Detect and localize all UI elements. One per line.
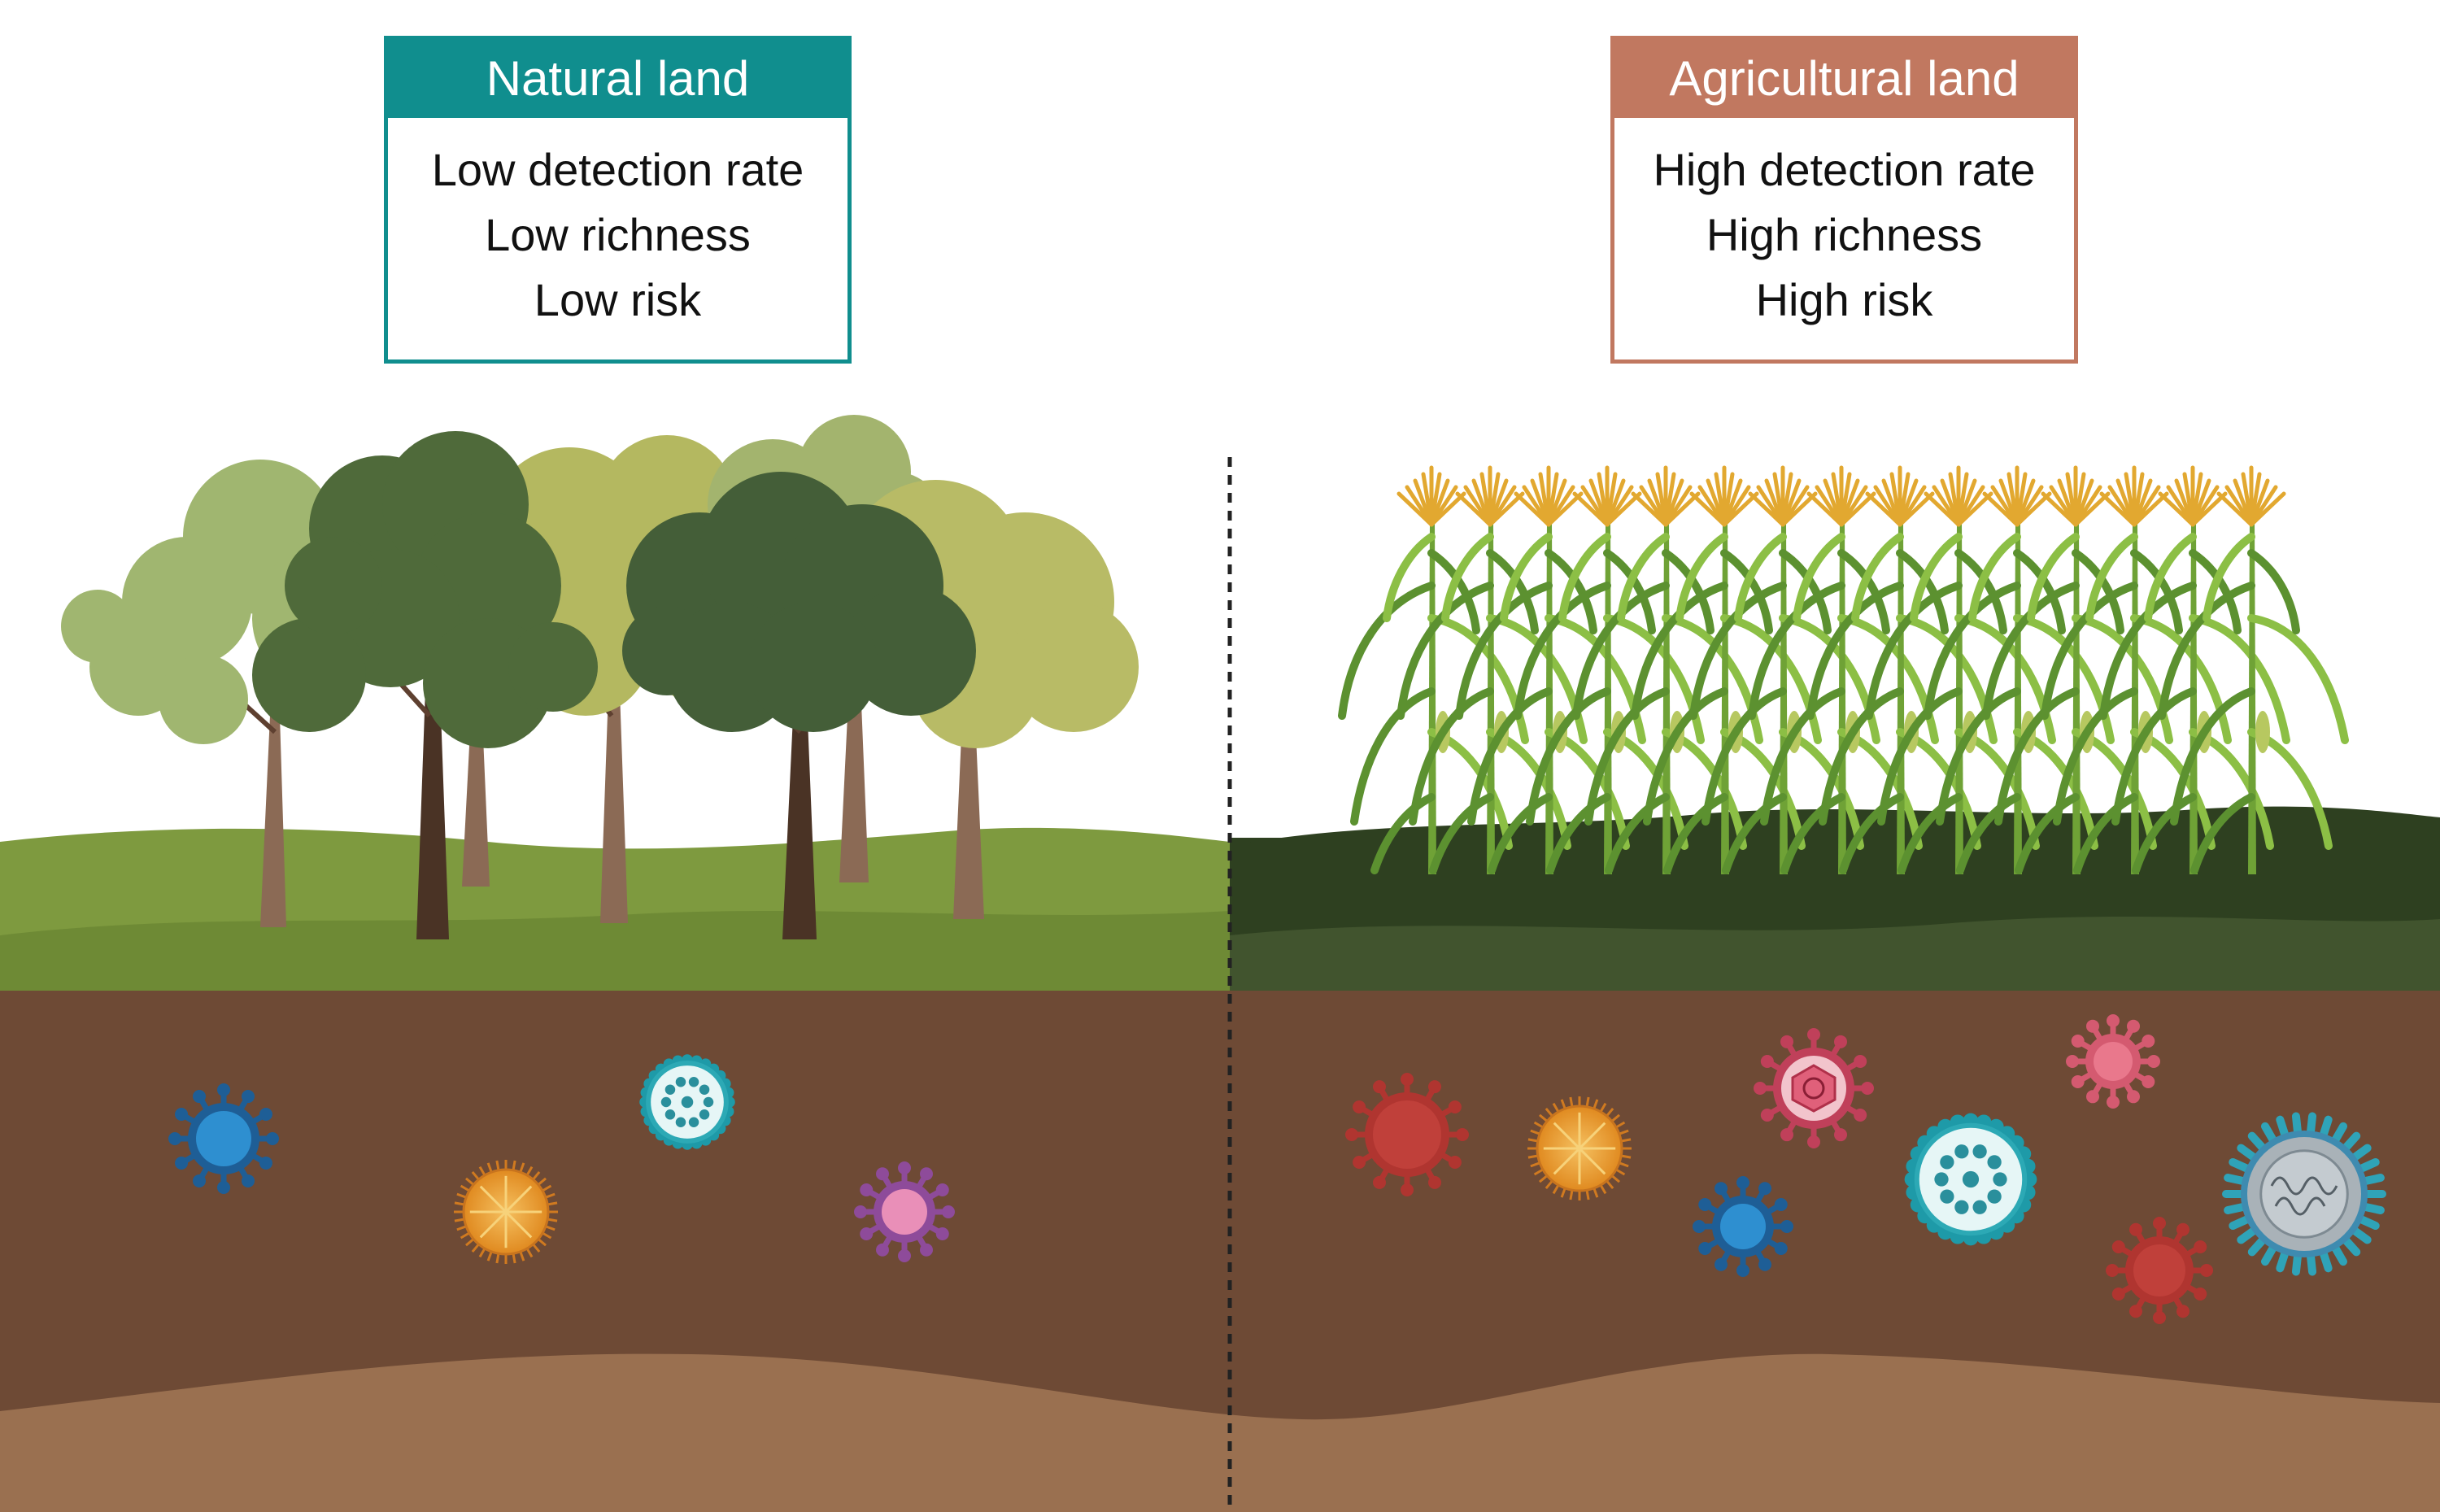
corn-tassel-icon [2041, 465, 2111, 527]
pink-virus-icon [2066, 1014, 2160, 1109]
agricultural-risk: High risk [1755, 274, 1933, 325]
corn-tassel-icon [2099, 465, 2169, 527]
corn-tassel-icon [1689, 465, 1759, 527]
natural-land-label: Natural land Low detection rate Low rich… [384, 36, 852, 364]
corn-tassel-icon [1572, 465, 1642, 527]
corn-field [1338, 465, 2349, 874]
red-virus-icon [1345, 1073, 1469, 1196]
corn-tassel-icon [1982, 465, 2052, 527]
corn-stalk-icon [1572, 465, 1763, 874]
agricultural-grass-dark-band [1230, 916, 2440, 992]
natural-land-section [0, 415, 1230, 992]
natural-risk: Low risk [534, 274, 702, 325]
tree-canopies [61, 415, 1139, 748]
pink-virus-icon [854, 1161, 955, 1262]
corn-tassel-icon [1806, 465, 1876, 527]
orange-virus-icon [1527, 1096, 1632, 1200]
corn-tassel-icon [1748, 465, 1818, 527]
pink-virus-icon [1754, 1028, 1874, 1148]
red-virus-icon [2106, 1217, 2213, 1324]
teal-virus-icon [639, 1054, 735, 1150]
soil-viruses [168, 1014, 2386, 1324]
corn-tassel-icon [1455, 465, 1525, 527]
corn-stalk-icon [1924, 465, 2115, 874]
corn-tassel-icon [1396, 465, 1466, 527]
corn-tassel-icon [2158, 465, 2228, 527]
corn-stalk-icon [2041, 465, 2232, 874]
blue-virus-icon [168, 1083, 279, 1194]
agricultural-land-section [1230, 465, 2440, 992]
agricultural-land-label: Agricultural land High detection rate Hi… [1610, 36, 2078, 364]
corn-tassel-icon [1924, 465, 1993, 527]
corn-stalk-icon [2099, 465, 2290, 874]
soil-layer [0, 991, 2440, 1512]
corn-stalk-icon [1455, 465, 1646, 874]
orange-virus-icon [454, 1160, 558, 1264]
corn-tassel-icon [1865, 465, 1935, 527]
corn-stalk-icon [2158, 465, 2349, 874]
grey-virus-icon [2222, 1112, 2386, 1276]
soil-lower [0, 1353, 2440, 1512]
agricultural-richness: High richness [1706, 209, 1983, 260]
corn-tassel-icon [2216, 465, 2286, 527]
corn-stalk-icon [1631, 465, 1822, 874]
natural-detection-rate: Low detection rate [431, 144, 804, 195]
natural-richness: Low richness [485, 209, 751, 260]
agricultural-detection-rate: High detection rate [1653, 144, 2036, 195]
agricultural-land-title: Agricultural land [1614, 40, 2074, 118]
corn-stalk-icon [1514, 465, 1705, 874]
blue-virus-icon [1693, 1176, 1793, 1277]
corn-tassel-icon [1631, 465, 1701, 527]
corn-stalk-icon [1338, 465, 1529, 874]
corn-stalk-icon [1396, 465, 1588, 874]
natural-grass-dark-band [0, 911, 1230, 992]
corn-tassel-icon [1514, 465, 1584, 527]
natural-land-title: Natural land [388, 40, 847, 118]
teal-virus-icon [1904, 1113, 2037, 1246]
